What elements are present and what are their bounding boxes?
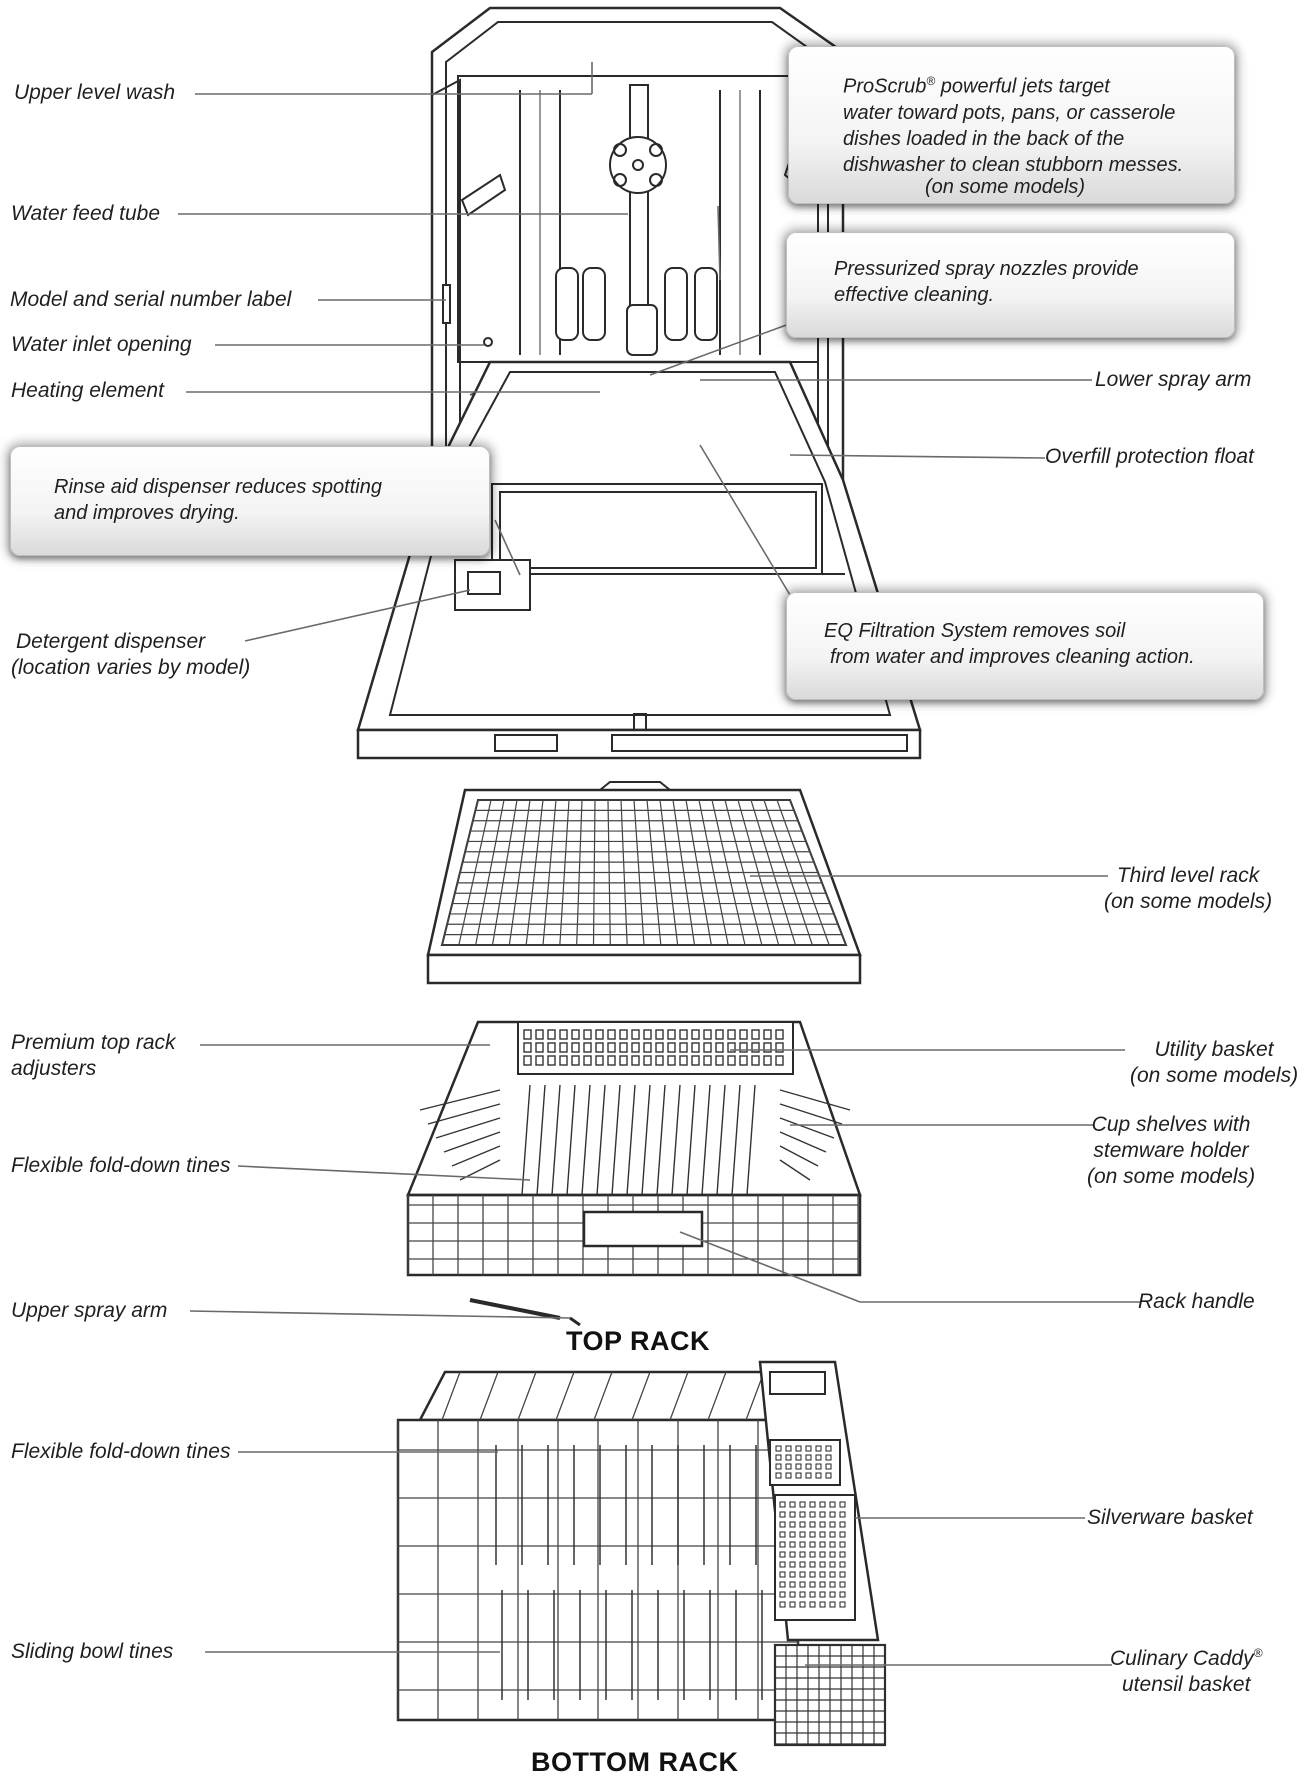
callout-rinse-aid-line2: and improves drying. — [54, 502, 240, 524]
callout-proscrub-line4: dishwasher to clean stubborn messes. — [843, 153, 1184, 176]
label-rack-handle: Rack handle — [1138, 1290, 1255, 1313]
label-model-serial: Model and serial number label — [10, 288, 292, 311]
callout-pressurized-line1: Pressurized spray nozzles provide — [834, 258, 1139, 280]
label-caddy-line1: Culinary Caddy — [1110, 1647, 1254, 1670]
label-utility-line2: (on some models) — [1130, 1064, 1299, 1087]
label-upper-level-wash: Upper level wash — [14, 81, 176, 104]
label-third-rack-line2: (on some models) — [1104, 890, 1273, 913]
label-third-level-rack: Third level rack (on some models) — [1104, 863, 1272, 915]
label-detergent-line2: (location varies by model) — [11, 656, 251, 679]
label-utility-basket: Utility basket (on some models) — [1130, 1037, 1298, 1089]
callout-proscrub-reg: ® — [926, 74, 936, 88]
callout-eq-line2: from water and improves cleaning action. — [830, 646, 1195, 668]
callout-proscrub-line5: (on some models) — [925, 175, 1086, 198]
label-water-inlet: Water inlet opening — [11, 333, 192, 356]
callout-pressurized-line2: effective cleaning. — [834, 284, 995, 306]
dishwasher-door-drawing — [356, 360, 922, 760]
label-detergent-line1: Detergent dispenser — [16, 630, 206, 653]
label-heating-element: Heating element — [11, 379, 164, 402]
label-detergent-dispenser: Detergent dispenser (location varies by … — [11, 629, 251, 681]
callout-proscrub-line3: dishes loaded in the back of the — [843, 127, 1125, 150]
label-caddy-line2: utensil basket — [1122, 1673, 1251, 1696]
callout-eq-line1: EQ Filtration System removes soil — [824, 620, 1126, 642]
leader-lines — [178, 62, 1140, 1666]
label-sliding-bowl-tines: Sliding bowl tines — [11, 1640, 174, 1663]
label-cup-line3: (on some models) — [1087, 1165, 1256, 1188]
label-water-feed-tube: Water feed tube — [11, 202, 161, 225]
label-overfill-float: Overfill protection float — [1045, 445, 1254, 468]
label-silverware-basket: Silverware basket — [1087, 1506, 1253, 1529]
label-upper-spray-arm: Upper spray arm — [11, 1299, 168, 1322]
label-caddy-reg: ® — [1253, 1646, 1263, 1660]
label-adjusters-line1: Premium top rack — [11, 1031, 176, 1054]
bottom-rack-drawing — [396, 1360, 887, 1747]
label-cup-line2: stemware holder — [1093, 1139, 1249, 1162]
label-fold-tines-top: Flexible fold-down tines — [11, 1154, 231, 1177]
label-cup-shelves: Cup shelves with stemware holder (on som… — [1087, 1112, 1255, 1190]
callout-proscrub-line1: powerful jets target — [935, 75, 1110, 98]
callout-pressurized-nozzles: Pressurized spray nozzles provide effect… — [786, 232, 1235, 338]
label-cup-line1: Cup shelves with — [1091, 1113, 1251, 1136]
label-top-rack-adjusters: Premium top rack adjusters — [11, 1030, 176, 1082]
callout-rinse-aid: Rinse aid dispenser reduces spotting and… — [10, 446, 490, 556]
label-adjusters-line2: adjusters — [11, 1057, 97, 1080]
bottom-rack-title: BOTTOM RACK — [531, 1747, 739, 1777]
callout-proscrub-line2: water toward pots, pans, or casserole — [843, 101, 1176, 124]
callout-rinse-aid-line1: Rinse aid dispenser reduces spotting — [54, 476, 382, 498]
label-fold-tines-bottom: Flexible fold-down tines — [11, 1440, 231, 1463]
callout-proscrub: ProScrub® powerful jets target water tow… — [788, 46, 1235, 204]
top-rack-drawing — [406, 1020, 862, 1327]
label-utility-line1: Utility basket — [1154, 1038, 1274, 1061]
label-culinary-caddy: Culinary Caddy® utensil basket — [1110, 1640, 1262, 1698]
callout-proscrub-brand: ProScrub — [843, 75, 927, 98]
callout-eq-filtration: EQ Filtration System removes soil from w… — [786, 592, 1264, 700]
top-rack-title: TOP RACK — [566, 1326, 711, 1356]
label-lower-spray-arm: Lower spray arm — [1095, 368, 1252, 391]
label-third-rack-line1: Third level rack — [1116, 864, 1260, 887]
third-level-rack-drawing — [426, 781, 862, 985]
